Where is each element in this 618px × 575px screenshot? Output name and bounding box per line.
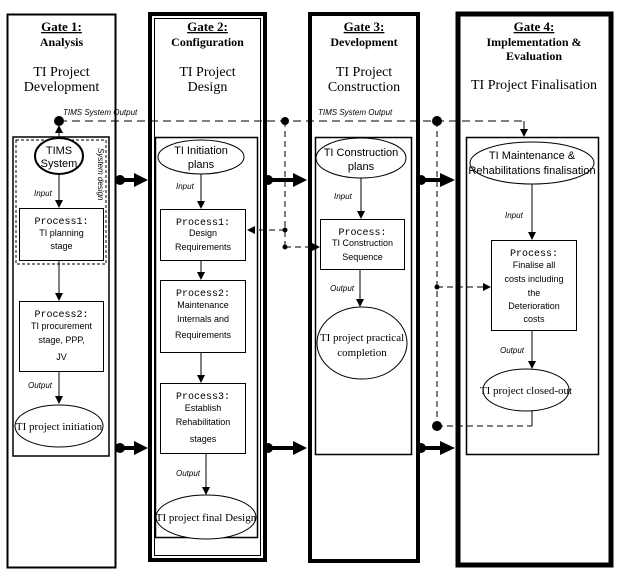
gate-4-input-label: Input bbox=[505, 211, 524, 220]
transition-3-4-top bbox=[416, 173, 455, 187]
gate-4-output-label: Output bbox=[500, 346, 525, 355]
gate-4-phase: TI Project Finalisation bbox=[471, 78, 597, 93]
gate-3-inner-box bbox=[314, 136, 413, 456]
tims-system-line1: TIMS bbox=[46, 145, 72, 157]
gate-3-phase-line1: TI Project bbox=[336, 65, 392, 80]
gate-1-process2-head: Process2: bbox=[34, 310, 88, 321]
gate-1-inner-box bbox=[12, 136, 110, 457]
gate-4-subtitle-line1: Implementation & bbox=[487, 35, 582, 49]
gate-3-ellipse-line2: plans bbox=[348, 161, 375, 173]
gate-1-process2-body1: TI procurement bbox=[31, 321, 93, 331]
gate-3-subtitle: Development bbox=[330, 35, 397, 49]
gate-3-process-body1: TI Construction bbox=[332, 238, 393, 248]
gate-4-process bbox=[491, 240, 577, 331]
gate-1-output-label: Output bbox=[28, 381, 53, 390]
tims-output-label-1: TIMS System Output bbox=[63, 108, 138, 117]
gate-2-subtitle: Configuration bbox=[171, 35, 244, 49]
gate-3-frame bbox=[308, 12, 420, 563]
gate-3-result-line1: TI project practical bbox=[320, 332, 404, 344]
gate-1-process2-body3: JV bbox=[56, 352, 67, 362]
gate-1-input-label: Input bbox=[34, 189, 53, 198]
gate-2-process2-body3: Requirements bbox=[175, 330, 232, 340]
gate-1-process1-body1: TI planning bbox=[39, 228, 84, 238]
gate-2-input-label: Input bbox=[176, 182, 195, 191]
gate-2: Gate 2: Configuration TI Project Design … bbox=[148, 12, 267, 562]
gate-3-ellipse-line1: TI Construction bbox=[324, 147, 399, 159]
system-design-label: System design bbox=[96, 148, 105, 201]
gate-2-process3-body3: stages bbox=[190, 434, 217, 444]
gate-3-result-ellipse bbox=[316, 306, 408, 380]
gate-2-process2 bbox=[160, 280, 246, 353]
gate-2-process3-body2: Rehabilitation bbox=[176, 417, 231, 427]
gate-1: Gate 1: Analysis TI Project Development … bbox=[6, 13, 117, 569]
gate-1-title: Gate 1: bbox=[41, 19, 82, 34]
gate-2-process1-body1: Design bbox=[189, 228, 217, 238]
gate-1-phase-line2: Development bbox=[24, 80, 100, 95]
tims-output-label-2: TIMS System Output bbox=[318, 108, 393, 117]
transition-2-3-bottom bbox=[263, 441, 307, 455]
gate-2-phase-line2: Design bbox=[188, 80, 228, 95]
gate-4-subtitle-line2: Evaluation bbox=[506, 49, 562, 63]
gate-3-phase-line2: Construction bbox=[328, 80, 400, 95]
gate-4-ellipse-line1: TI Maintenance & bbox=[489, 150, 576, 162]
gate-1-subtitle: Analysis bbox=[40, 35, 84, 49]
gate-1-phase-line1: TI Project bbox=[33, 65, 89, 80]
transition-1-2-bottom bbox=[115, 441, 148, 455]
gate-2-ellipse-line1: TI Initiation bbox=[174, 145, 228, 157]
gate-1-result: TI project initiation bbox=[16, 421, 103, 433]
gate-4-process-body3: the bbox=[528, 288, 541, 298]
gate-2-frame bbox=[148, 12, 267, 562]
gate-1-process2 bbox=[19, 301, 104, 372]
tims-system-line2: System bbox=[41, 158, 78, 170]
gate-2-process3-body1: Establish bbox=[185, 403, 222, 413]
gate-1-process1-head: Process1: bbox=[34, 217, 88, 228]
gate-4-result: TI project closed-out bbox=[480, 385, 572, 397]
gate-2-process2-body2: Internals and bbox=[177, 314, 229, 324]
gate-2-process3 bbox=[160, 383, 246, 454]
gate-4-title: Gate 4: bbox=[514, 19, 555, 34]
gate-2-ellipse-line2: plans bbox=[188, 159, 215, 171]
gate-2-process1-head: Process1: bbox=[176, 218, 230, 229]
gate-2-phase-line1: TI Project bbox=[179, 65, 235, 80]
gate-4-result-ellipse bbox=[482, 368, 570, 412]
gate-4-ellipse bbox=[469, 141, 595, 185]
gate-4-process-body1: Finalise all bbox=[513, 260, 556, 270]
gate-2-process2-head: Process2: bbox=[176, 289, 230, 300]
gate-3-title: Gate 3: bbox=[344, 19, 385, 34]
gate-2-process2-body1: Maintenance bbox=[177, 300, 229, 310]
gate-2-output-label: Output bbox=[176, 469, 201, 478]
gate-2-result: TI project final Design bbox=[156, 512, 257, 524]
gate-4-process-body4: Deterioration bbox=[508, 301, 560, 311]
gate-4-ellipse-line2: Rehabilitations finalisation bbox=[468, 165, 595, 177]
gate-2-process1-body2: Requirements bbox=[175, 242, 232, 252]
gate-1-frame bbox=[6, 13, 117, 569]
tims-output-network: TIMS System Output TIMS System Output bbox=[54, 108, 532, 431]
gate-3-input-label: Input bbox=[334, 192, 353, 201]
gate-4-inner-box bbox=[465, 136, 600, 456]
gate-2-title: Gate 2: bbox=[187, 19, 228, 34]
gate-2-frame-inner bbox=[154, 18, 261, 556]
gate-1-process1-body2: stage bbox=[50, 241, 72, 251]
gate-1-process1 bbox=[19, 208, 104, 261]
gate-3-process bbox=[320, 219, 405, 270]
gate-4-process-body2: costs including bbox=[504, 274, 563, 284]
transition-2-3-top bbox=[263, 173, 307, 187]
gate-1-process2-body2: stage, PPP, bbox=[38, 335, 84, 345]
gate-4-process-head: Process: bbox=[510, 249, 558, 260]
gate-4: Gate 4: Implementation & Evaluation TI P… bbox=[455, 11, 614, 568]
gate-4-frame bbox=[455, 11, 614, 568]
gate-3: Gate 3: Development TI Project Construct… bbox=[308, 12, 420, 563]
gate-3-process-head: Process: bbox=[338, 228, 386, 239]
gate-3-process-body2: Sequence bbox=[342, 252, 383, 262]
gate-transitions bbox=[115, 173, 455, 455]
gate-3-result-line2: completion bbox=[337, 347, 387, 359]
transition-3-4-bottom bbox=[416, 441, 455, 455]
gate-1-result-ellipse bbox=[14, 404, 104, 448]
gate-2-process1 bbox=[160, 209, 246, 261]
gate-4-process-body5: costs bbox=[523, 314, 545, 324]
gate-2-result-ellipse bbox=[155, 494, 257, 540]
gate-2-process3-head: Process3: bbox=[176, 392, 230, 403]
transition-1-2-top bbox=[115, 173, 148, 187]
gate-3-output-label: Output bbox=[330, 284, 355, 293]
